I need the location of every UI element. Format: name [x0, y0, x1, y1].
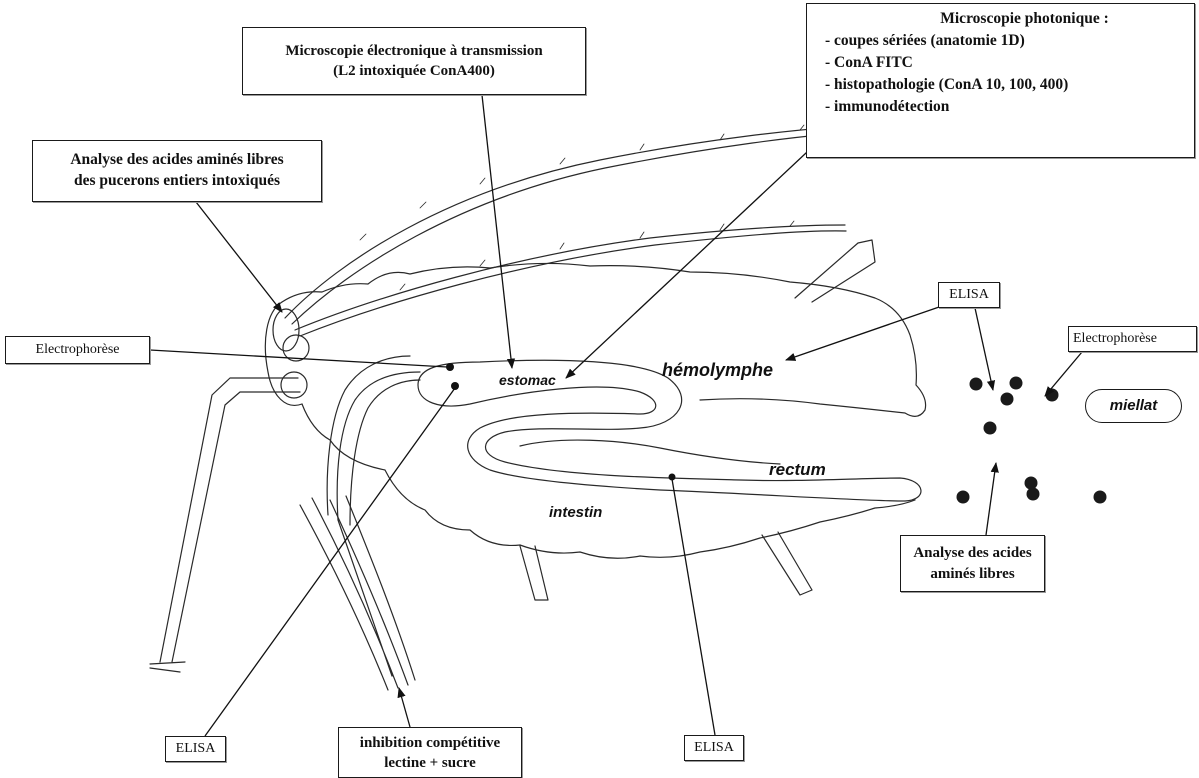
honeydew-droplet — [1093, 490, 1107, 504]
electrophoresis-right-box: Electrophorèse — [1068, 326, 1197, 352]
siphunculus — [794, 239, 876, 303]
electrophoresis-right-label: Electrophorèse — [1073, 330, 1157, 346]
honeydew-droplet — [983, 421, 997, 435]
elisa-gut-label: ELISA — [694, 739, 734, 755]
head-outline — [264, 301, 303, 406]
antenna-lower — [294, 224, 846, 331]
pointer-electrophoresis-right — [1044, 351, 1083, 397]
honeydew-droplet — [1009, 376, 1023, 390]
photon-microscopy-box: Microscopie photonique : - coupes sériée… — [806, 3, 1195, 158]
elisa-honeydew-box: ELISA — [938, 282, 1000, 308]
pointer-photon — [565, 137, 823, 379]
pointer-competitive-inhibition — [397, 686, 411, 728]
electrophoresis-left-box: Electrophorèse — [5, 336, 150, 364]
intestine-label: intestin — [549, 504, 603, 521]
middle-leg — [519, 545, 549, 601]
amino-honeydew-box: Analyse des acides aminés libres — [900, 535, 1045, 592]
elisa-honeydew-label: ELISA — [949, 286, 989, 302]
photon-title: Microscopie photonique : — [940, 10, 1109, 27]
sampling-point-stomach-lower — [451, 382, 459, 390]
front-leg — [149, 377, 301, 673]
pointer-elisa-honeydew — [974, 307, 996, 392]
tem-label-box: Microscopie électronique à transmission … — [242, 27, 586, 95]
body-ventral-outline — [301, 403, 916, 559]
pointer-amino-honeydew — [985, 461, 999, 536]
hemolymph-label: hémolymphe — [662, 360, 774, 380]
honeydew-droplet — [969, 377, 983, 391]
hind-leg — [761, 531, 813, 596]
stomach-label: estomac — [499, 372, 556, 388]
pointer-tem — [481, 94, 516, 370]
photon-item: - ConA FITC — [825, 54, 913, 71]
honeydew-label: miellat — [1109, 396, 1158, 414]
honeydew-pill: miellat — [1085, 389, 1182, 423]
honeydew-droplet — [956, 490, 970, 504]
photon-item: - histopathologie (ConA 10, 100, 400) — [825, 76, 1069, 93]
esophagus — [326, 355, 421, 526]
elisa-stomach-label: ELISA — [175, 740, 216, 756]
pointer-electrophoresis-left — [149, 349, 448, 368]
pointer-elisa-stomach — [204, 387, 456, 737]
head-segment — [282, 334, 310, 362]
honeydew-droplet — [1026, 487, 1040, 501]
sampling-point-stomach-upper — [446, 363, 454, 371]
amino-whole-box: Analyse des acides aminés libres des puc… — [32, 140, 322, 202]
competitive-inhibition-line2: lectine + sucre — [384, 754, 476, 771]
amino-whole-line1: Analyse des acides aminés libres — [70, 151, 284, 169]
amino-whole-line2: des pucerons entiers intoxiqués — [74, 172, 280, 189]
photon-item: - immunodétection — [825, 98, 950, 115]
rectum-label: rectum — [769, 460, 826, 479]
honeydew-droplet — [1045, 388, 1059, 402]
pointer-elisa-hemolymph — [785, 305, 943, 361]
electrophoresis-left-label: Electrophorèse — [35, 341, 120, 357]
elisa-stomach-box: ELISA — [165, 736, 226, 762]
antenna-upper — [284, 123, 883, 319]
elisa-gut-box: ELISA — [684, 735, 744, 761]
intestine-loop — [519, 439, 781, 465]
antenna-lower-edge — [299, 230, 847, 337]
pointer-elisa-gut — [671, 478, 716, 736]
amino-honeydew-line1: Analyse des acides — [913, 545, 1032, 562]
antenna-upper-edge — [291, 129, 885, 325]
amino-honeydew-line2: aminés libres — [930, 565, 1015, 582]
compound-eye — [272, 308, 300, 352]
head-segment-lower — [280, 371, 308, 399]
tem-label-line2: (L2 intoxiquée ConA400) — [333, 63, 495, 79]
antenna-hairs — [359, 124, 805, 291]
sampling-point-intestine — [668, 473, 676, 481]
honeydew-droplet — [1024, 476, 1038, 490]
body-dorsal-outline — [281, 262, 927, 417]
pointer-amino-whole — [195, 201, 283, 313]
photon-item: - coupes sériées (anatomie 1D) — [825, 32, 1025, 49]
honeydew-droplet — [1000, 392, 1014, 406]
gut-outline — [417, 359, 922, 502]
tem-label-line1: Microscopie électronique à transmission — [285, 42, 543, 59]
competitive-inhibition-box: inhibition compétitive lectine + sucre — [338, 727, 522, 778]
rostrum-bundle — [299, 495, 416, 691]
competitive-inhibition-line1: inhibition compétitive — [359, 735, 501, 751]
